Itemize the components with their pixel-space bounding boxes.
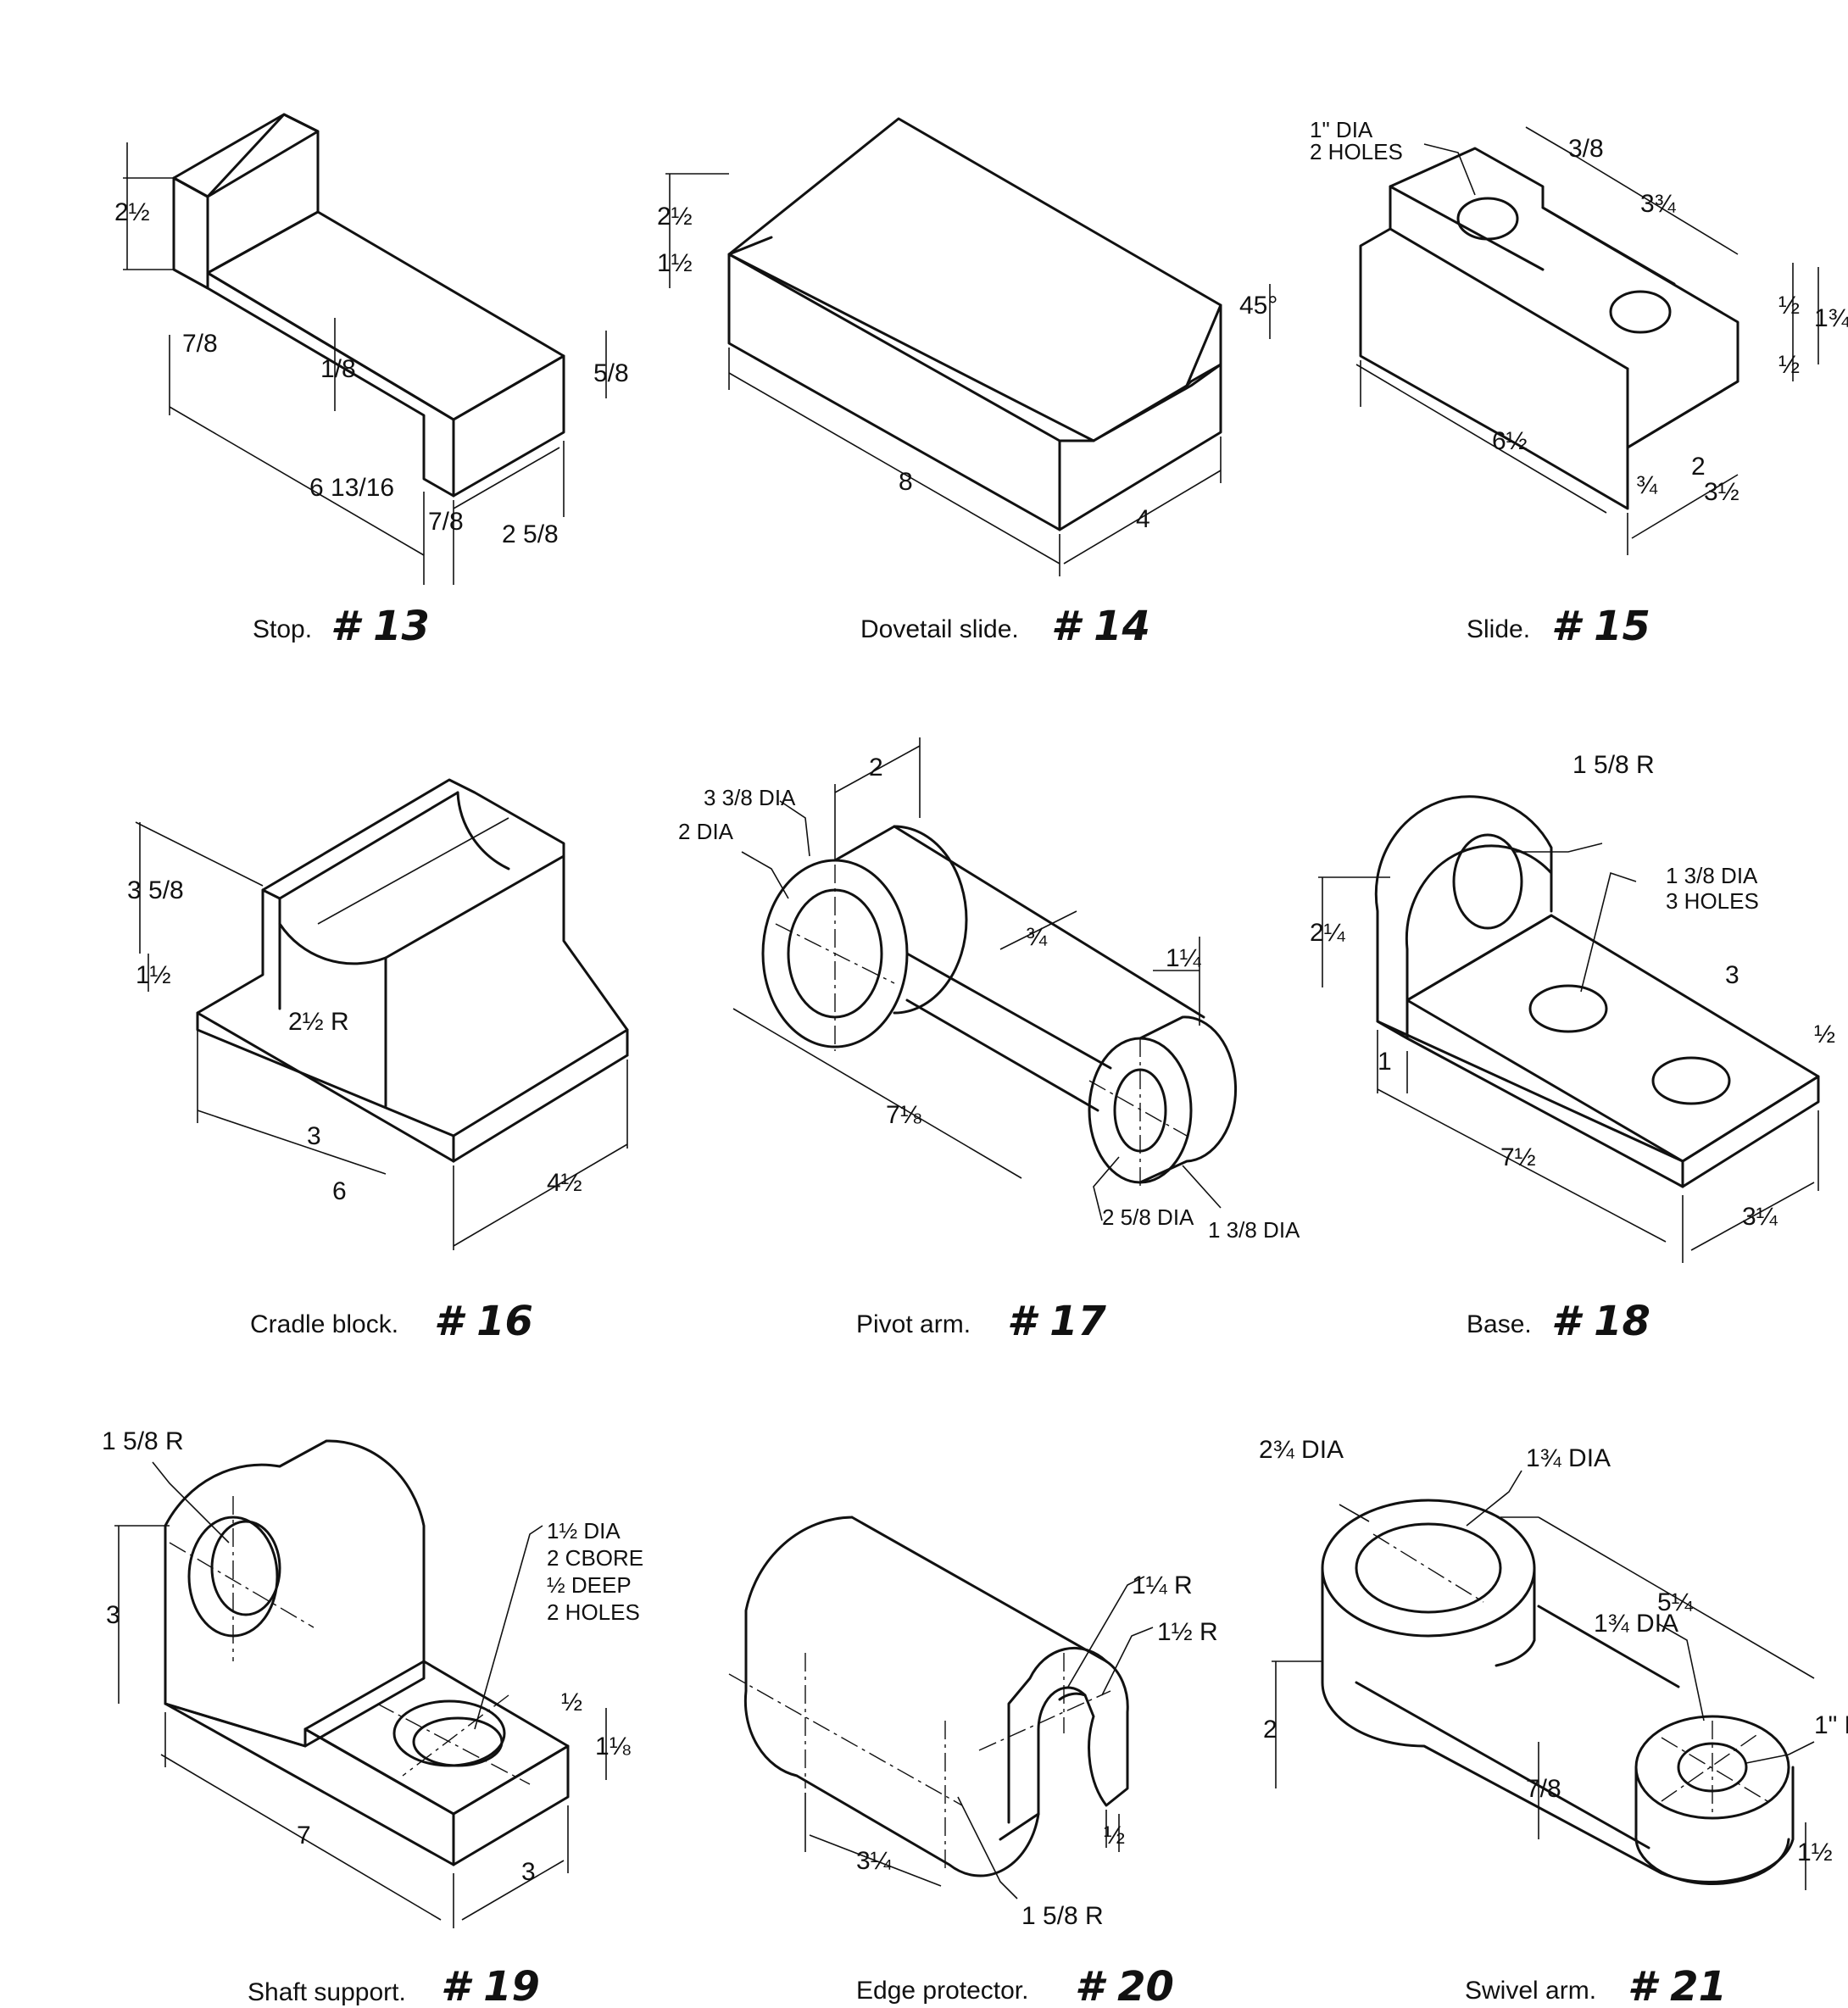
figure-caption: Swivel arm.	[1465, 1977, 1596, 2005]
dim-label: 1¼ R	[1132, 1571, 1193, 1599]
dim-label: 6½	[1492, 427, 1528, 455]
figure-caption: Pivot arm.	[856, 1310, 971, 1338]
dim-label: 4½	[547, 1169, 582, 1197]
dim-label: 3	[1725, 961, 1739, 989]
callout-line: 2 HOLES	[1310, 139, 1403, 164]
dim-label: 4	[1136, 505, 1150, 533]
figure-number: # 15	[1551, 603, 1650, 650]
figure-caption: Shaft support.	[248, 1978, 406, 2006]
dim-label: 3¾	[1640, 190, 1677, 218]
dim-label: 2 DIA	[678, 819, 734, 844]
dim-label: 1¼	[1166, 944, 1202, 972]
dim-label: 2 5/8	[502, 520, 559, 548]
dim-label: 7⅛	[886, 1101, 922, 1129]
dim-label: 3/8	[1568, 135, 1604, 163]
callout-line: 1 3/8 DIA	[1666, 863, 1758, 888]
dim-label: 2	[869, 754, 883, 782]
dim-label: 1 5/8 R	[102, 1427, 184, 1455]
dim-label: 45°	[1239, 292, 1277, 320]
dim-label: 1" DIA	[1814, 1711, 1848, 1739]
figure-caption: Base.	[1467, 1310, 1532, 1338]
dim-label: 3¼	[1742, 1203, 1778, 1231]
figure-swivel-arm: 2¾ DIA 1¾ DIA 5¼ 1¾ DIA 1" DIA 2 7/8 1½ …	[1259, 1436, 1848, 2008]
dim-label: ½	[1778, 351, 1800, 379]
dim-label: 3¼	[856, 1847, 893, 1875]
callout-line: 3 HOLES	[1666, 888, 1759, 914]
dim-label: ½	[1104, 1822, 1125, 1849]
figure-number: # 13	[331, 603, 430, 650]
dim-label: ¾	[1026, 923, 1048, 951]
figure-number: # 17	[1007, 1298, 1107, 1345]
figure-caption: Cradle block.	[250, 1310, 398, 1338]
figure-number: # 21	[1628, 1963, 1727, 2008]
dim-label: ½	[561, 1688, 582, 1716]
dim-label: 1 5/8 R	[1021, 1902, 1104, 1930]
figure-number: # 19	[441, 1963, 540, 2008]
figure-cradle-block: 3 5/8 1½ 2½ R 3 6 4½ Cradle block. # 16	[127, 778, 629, 1345]
dim-label: 8	[899, 468, 913, 496]
dim-label: 1	[1378, 1048, 1392, 1076]
dim-label: 1 3/8 DIA	[1208, 1217, 1300, 1243]
dim-label: 3 3/8 DIA	[704, 785, 796, 810]
dim-label: 7/8	[182, 330, 218, 358]
figure-caption: Slide.	[1467, 615, 1530, 643]
dim-label: 7/8	[1526, 1775, 1561, 1803]
dim-label: 3	[307, 1122, 321, 1150]
callout-line: 1½ DIA	[547, 1518, 621, 1544]
dim-label: 1/8	[320, 355, 356, 383]
figure-number: # 14	[1051, 603, 1150, 650]
dim-label: 2	[1263, 1716, 1277, 1744]
dim-label: ½	[1778, 292, 1800, 320]
dim-label: 2¼	[1310, 919, 1346, 947]
dim-label: 1 5/8 R	[1572, 751, 1655, 779]
dim-label: 2¾ DIA	[1259, 1436, 1344, 1464]
figure-base: 1 5/8 R 1 3/8 DIA 3 HOLES 2¼ 3 ½ 1 7½ 3¼…	[1310, 751, 1835, 1345]
dim-label: 7½	[1500, 1143, 1536, 1171]
dim-label: 6 13/16	[309, 474, 394, 502]
figure-stop: 2½ 7/8 1/8 5/8 6 13/16 7/8 2 5/8 Stop. #…	[114, 113, 629, 650]
callout-line: 1" DIA	[1310, 117, 1373, 142]
figure-caption: Dovetail slide.	[860, 615, 1019, 643]
dim-label: ¾	[1636, 471, 1658, 499]
callout-line: ½ DEEP	[547, 1572, 632, 1598]
callout-line: 2 HOLES	[547, 1599, 640, 1625]
figure-slide: 1" DIA 2 HOLES 3/8 3¾ 6½ 2 3½ ¾ ½ ½ 1¾ S…	[1310, 117, 1848, 650]
dim-label: 2½	[657, 203, 693, 231]
dim-label: ½	[1814, 1021, 1835, 1048]
figure-number: # 20	[1075, 1963, 1174, 2008]
dim-label: 2	[1691, 453, 1706, 481]
dim-label: 3 5/8	[127, 876, 184, 904]
figure-number: # 16	[434, 1298, 533, 1345]
dim-label: 6	[332, 1177, 347, 1205]
figure-caption: Edge protector.	[856, 1977, 1028, 2005]
dim-label: 2 5/8 DIA	[1102, 1204, 1194, 1230]
dim-label: 2½ R	[288, 1008, 349, 1036]
dim-label: 3½	[1704, 478, 1739, 506]
dim-label: 7/8	[428, 508, 464, 536]
dim-label: 1½	[657, 249, 693, 277]
figure-caption: Stop.	[253, 615, 312, 643]
callout-line: 2 CBORE	[547, 1545, 643, 1571]
figure-edge-protector: 1¼ R 1½ R 3¼ ½ 1 5/8 R Edge protector. #…	[728, 1516, 1218, 2008]
figure-shaft-support: 1 5/8 R 1½ DIA 2 CBORE ½ DEEP 2 HOLES 3 …	[102, 1427, 643, 2008]
dim-label: 1½	[1797, 1838, 1833, 1866]
dim-label: 3	[521, 1858, 536, 1886]
dim-label: 1¾ DIA	[1526, 1444, 1611, 1472]
dim-label: 1¾	[1814, 304, 1848, 332]
dim-label: 3	[106, 1601, 120, 1629]
dim-label: 2½	[114, 198, 150, 226]
dim-label: 1½	[136, 961, 171, 989]
dim-label: 1½ R	[1157, 1618, 1218, 1646]
dim-label: 5/8	[593, 359, 629, 387]
dim-label: 7	[297, 1822, 311, 1849]
dim-label: 5¼	[1657, 1588, 1694, 1616]
dim-label: 1⅛	[595, 1733, 632, 1760]
dim-label: 1¾ DIA	[1594, 1610, 1678, 1638]
figure-number: # 18	[1551, 1298, 1650, 1345]
figure-pivot-arm: 3 3/8 DIA 2 2 DIA ¾ 1¼ 7⅛ 2 5/8 DIA 1 3/…	[678, 737, 1300, 1345]
figure-dovetail-slide: 2½ 1½ 45° 8 4 Dovetail slide. # 14	[657, 117, 1277, 650]
